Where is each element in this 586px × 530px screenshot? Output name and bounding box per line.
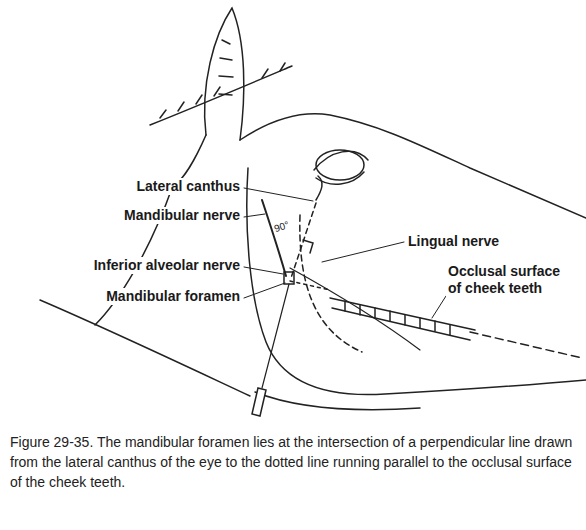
part-label: Lateral canthus bbox=[135, 178, 242, 195]
part-label: Occlusal surface of cheek teeth bbox=[446, 263, 578, 297]
angle-label: 90° bbox=[270, 215, 293, 237]
figure-caption: Figure 29-35. The mandibular foramen lie… bbox=[10, 432, 576, 492]
part-label: Mandibular nerve bbox=[122, 207, 242, 224]
part-label: Mandibular foramen bbox=[104, 288, 242, 305]
part-label: Lingual nerve bbox=[406, 233, 501, 250]
part-label: Inferior alveolar nerve bbox=[92, 257, 242, 274]
